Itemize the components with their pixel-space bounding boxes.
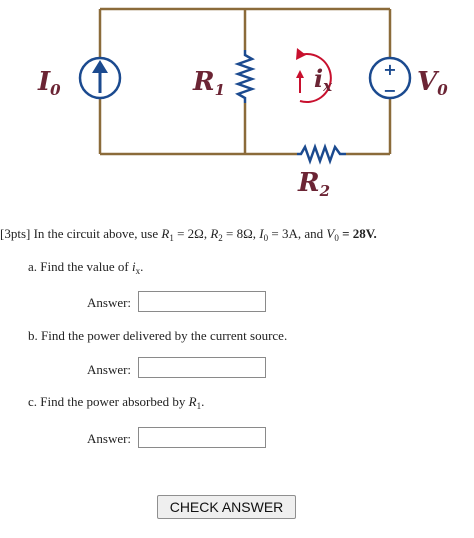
r2-subscript: 2	[218, 233, 223, 243]
label-v0: V0	[417, 67, 448, 99]
v0-symbol: V	[326, 226, 335, 241]
r2-symbol: R	[210, 226, 219, 241]
label-i0: I0	[37, 67, 61, 99]
ix-subscript: x	[135, 266, 141, 276]
question-b: b. Find the power delivered by the curre…	[28, 328, 288, 343]
plus-sign: +	[383, 60, 396, 79]
circuit-diagram: + − I0 R1 ix V0 R2	[37, 7, 448, 200]
answer-input-a[interactable]	[138, 291, 266, 312]
check-answer-button[interactable]: CHECK ANSWER	[157, 495, 296, 519]
current-source	[78, 56, 122, 100]
question-a-period: .	[140, 259, 144, 274]
label-ix: ix	[314, 64, 333, 95]
problem-prefix: [3pts] In the circuit above, use	[0, 226, 162, 241]
r1-subscript-c: 1	[196, 401, 202, 411]
answer-label-b: Answer:	[87, 362, 132, 377]
r2-value: = 8Ω,	[222, 226, 260, 241]
answer-input-b[interactable]	[138, 357, 266, 378]
answer-label-c: Answer:	[87, 431, 132, 446]
answer-label-a: Answer:	[87, 295, 132, 310]
label-r2: R2	[297, 168, 330, 200]
question-c-period: .	[201, 394, 205, 409]
answer-input-c[interactable]	[138, 427, 266, 448]
loop-current-arrow-icon	[296, 48, 332, 103]
minus-sign: −	[383, 81, 396, 100]
resistor-r2	[297, 143, 346, 165]
r1-subscript: 1	[169, 233, 174, 243]
question-c: c. Find the power absorbed by R1.	[28, 394, 204, 411]
wires	[98, 7, 392, 156]
v0-subscript: 0	[334, 233, 339, 243]
problem-statement: [3pts] In the circuit above, use R1 = 2Ω…	[0, 226, 474, 243]
i0-subscript: 0	[263, 233, 269, 243]
r1-value: = 2Ω,	[173, 226, 211, 241]
question-a: a. Find the value of ix.	[28, 259, 143, 276]
resistor-r1	[234, 50, 256, 103]
v0-value: = 28V.	[338, 226, 377, 241]
r1-symbol: R	[161, 226, 170, 241]
question-c-text: c. Find the power absorbed by	[28, 394, 189, 409]
i0-symbol: I	[259, 226, 264, 241]
ix-symbol: i	[131, 259, 136, 274]
i0-value: = 3A, and	[268, 226, 327, 241]
label-r1: R1	[192, 67, 225, 99]
question-a-text: a. Find the value of	[28, 259, 132, 274]
voltage-source: + −	[368, 56, 412, 100]
r1-symbol-c: R	[188, 394, 197, 409]
